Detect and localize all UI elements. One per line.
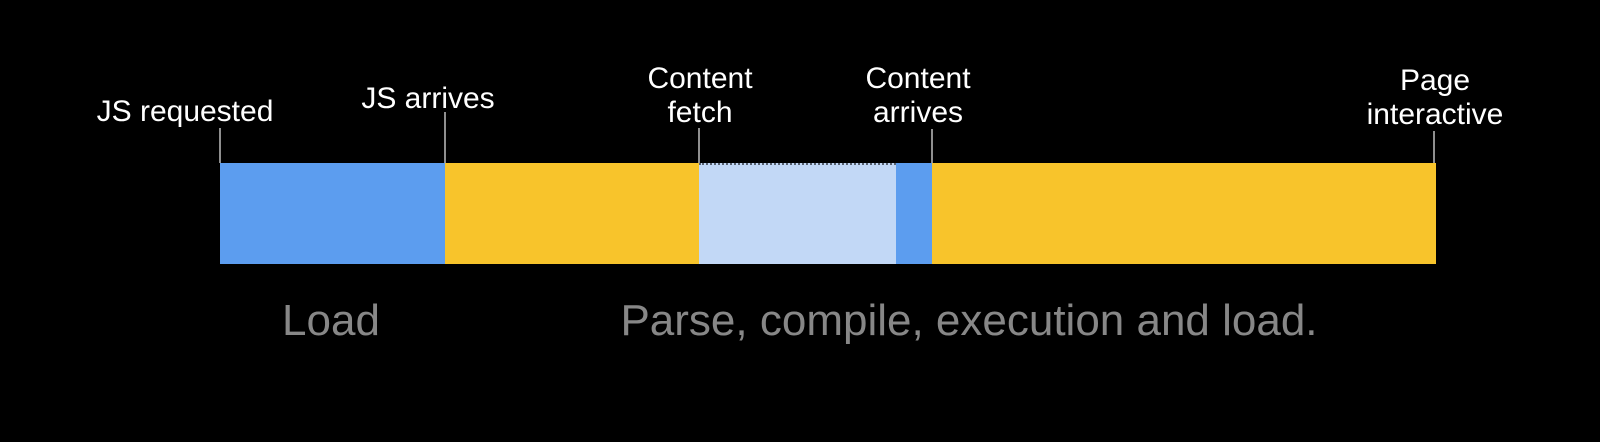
segment-execution-load (932, 163, 1436, 264)
tick-content-arrives (931, 129, 933, 163)
label-line: JS arrives (361, 82, 495, 115)
timeline-bar (220, 163, 1436, 264)
label-line: Page (1399, 64, 1471, 97)
label-js-requested: JS requested (97, 95, 274, 129)
segment-content-arrives (896, 163, 932, 264)
segment-content-fetch (699, 163, 896, 264)
label-js-arrives: JS arrives (361, 82, 494, 116)
caption-load: Load (282, 296, 380, 345)
label-page-interactive: Page interactive (1367, 64, 1504, 132)
segment-parse-compile (445, 163, 699, 264)
label-content-fetch: Content fetch (647, 62, 752, 130)
label-content-arrives: Content arrives (865, 62, 970, 130)
label-line: interactive (1366, 98, 1504, 131)
label-line: arrives (872, 96, 964, 129)
label-line: Content (865, 62, 971, 95)
label-line: fetch (667, 96, 733, 129)
tick-js-arrives (444, 112, 446, 163)
tick-content-fetch (698, 128, 700, 163)
tick-js-requested (219, 128, 221, 163)
label-line: JS requested (96, 95, 274, 128)
segment-js-download (220, 163, 445, 264)
caption-parse-compile-execution-load: Parse, compile, execution and load. (620, 296, 1318, 345)
tick-page-interactive (1433, 131, 1435, 163)
label-line: Content (647, 62, 753, 95)
